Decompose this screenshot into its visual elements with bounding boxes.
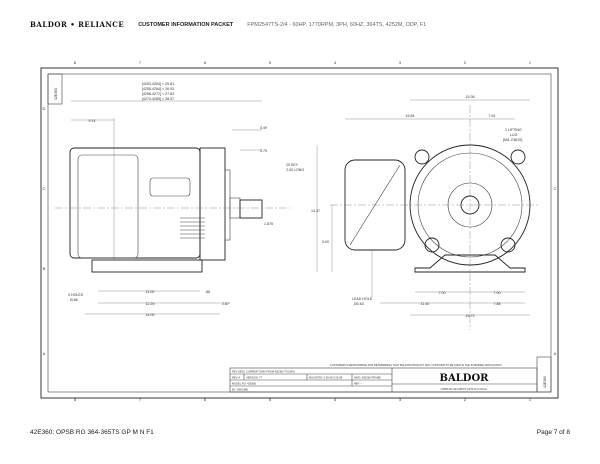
lead-hole-label: LEAD HOLE: [352, 297, 373, 301]
holes-dia: Ø.66: [70, 298, 78, 302]
dim-287: 2.87: [222, 302, 229, 306]
dim-788: 7.88: [494, 302, 501, 306]
col-label: 6: [204, 397, 207, 402]
holes-label: 4 HOLES: [68, 293, 84, 297]
ref: REF: --: [354, 382, 362, 386]
lifting-lug-label: [M&..ENDS]: [503, 138, 522, 142]
col-label: 6: [204, 60, 207, 65]
col-label: 3: [399, 397, 402, 402]
drawing-subtitle: OPSB RG 364-365TS GP M N F1 DUAL: [441, 387, 488, 391]
dim-1437: 14.37: [311, 209, 320, 213]
dim-349: 3.49: [260, 126, 267, 130]
baldor-logo: BALDOR: [440, 373, 490, 384]
row-label: B: [43, 266, 46, 271]
row-label: A: [43, 351, 46, 356]
footer-page-number: Page 7 of 8: [536, 429, 570, 436]
footer-doc-id: 42E360: OPSB RG 364-365TS GP M N F1: [30, 429, 154, 436]
title-block: [229, 367, 538, 393]
dim-overall: [4266-4272] = 27.83: [142, 92, 174, 96]
col-label: 1: [529, 397, 532, 402]
dim-1400: 14.00: [146, 313, 155, 317]
row-label: D: [43, 106, 46, 111]
lifting-lug-label: 1 LIFTING: [505, 128, 522, 132]
dim-700: 7.00: [494, 291, 501, 295]
col-label: 2: [464, 60, 467, 65]
motor-description: FPM2547TS-2/4 - 60HP, 1770RPM, 3PH, 60HZ…: [247, 21, 427, 28]
drawing-number-tab: [47, 73, 63, 105]
col-label: 5: [269, 397, 272, 402]
col-label: 8: [74, 397, 77, 402]
row-label: C: [554, 186, 557, 191]
drawn-by: BY: DWG/MB: [232, 388, 248, 392]
rev-row: REV DESC CURRENT DWN FROM 42E360 TO DWG: [232, 370, 295, 374]
dim-1538: 15.38: [466, 95, 475, 99]
dim-1225: 12.25: [146, 302, 155, 306]
col-label: 8: [74, 60, 77, 65]
dim-88: .88: [205, 290, 210, 294]
dim-overall: [4274-4285] = 28.57: [142, 97, 174, 101]
mounted-date: MOUNTED: 3-26-08 3-26-08: [309, 376, 343, 380]
col-label: 5: [269, 60, 272, 65]
row-label: A: [554, 351, 557, 356]
drawing-border: [40, 67, 559, 399]
dim-761: 7.61: [489, 114, 496, 118]
shaft: [239, 199, 263, 219]
baldor-reliance-logo: BALDOR • RELIANCE: [30, 20, 125, 29]
col-label: 7: [139, 397, 142, 402]
col-label: 2: [464, 397, 467, 402]
col-label: 1: [529, 60, 532, 65]
dim-700: 7.00: [439, 291, 446, 295]
dim-overall: [4253-4254] = 25.81: [142, 82, 174, 86]
rev: REV: A: [232, 376, 241, 380]
col-label: 4: [334, 60, 337, 65]
col-label: 7: [139, 60, 142, 65]
version: VERSION: 77: [246, 376, 263, 380]
row-label: C: [43, 186, 46, 191]
dwg: DWG: 42E360-FRAME: [354, 376, 381, 380]
key-label: 20 KEY: [286, 163, 299, 167]
dim-1140: 11.40: [421, 302, 430, 306]
dim-900: 9.00: [322, 240, 329, 244]
lifting-lug-label: LUG: [510, 133, 518, 137]
side-view: [55, 100, 290, 315]
dim-overall: [4255-4264] = 26.93: [142, 87, 174, 91]
key-length: 2.00 LONG: [286, 168, 304, 172]
lead-hole-dia: Ø3.63: [354, 302, 364, 306]
drawing-inner-border: [47, 73, 552, 393]
dim-1573: 15.73: [466, 314, 475, 318]
dim-1100: 11.00: [146, 290, 155, 294]
front-view: [316, 99, 540, 330]
drawing-number: 42E360: [54, 88, 58, 100]
packet-title: CUSTOMER INFORMATION PACKET: [138, 21, 234, 28]
col-label: 3: [399, 60, 402, 65]
dim-1584: 15.84: [406, 114, 415, 118]
shaft-dia: 1.875: [264, 222, 273, 226]
dim-914: 9.14: [89, 119, 96, 123]
col-label: 4: [334, 397, 337, 402]
model-no: MODEL NO: 42E360: [232, 382, 257, 386]
page-header: BALDOR • RELIANCE CUSTOMER INFORMATION P…: [30, 20, 426, 29]
responsibility-note: CUSTOMER IS RESPONSIBLE FOR DETERMINING …: [330, 363, 502, 367]
drawing-number: 42E360: [543, 376, 547, 388]
dim-375: 3.75: [260, 149, 267, 153]
